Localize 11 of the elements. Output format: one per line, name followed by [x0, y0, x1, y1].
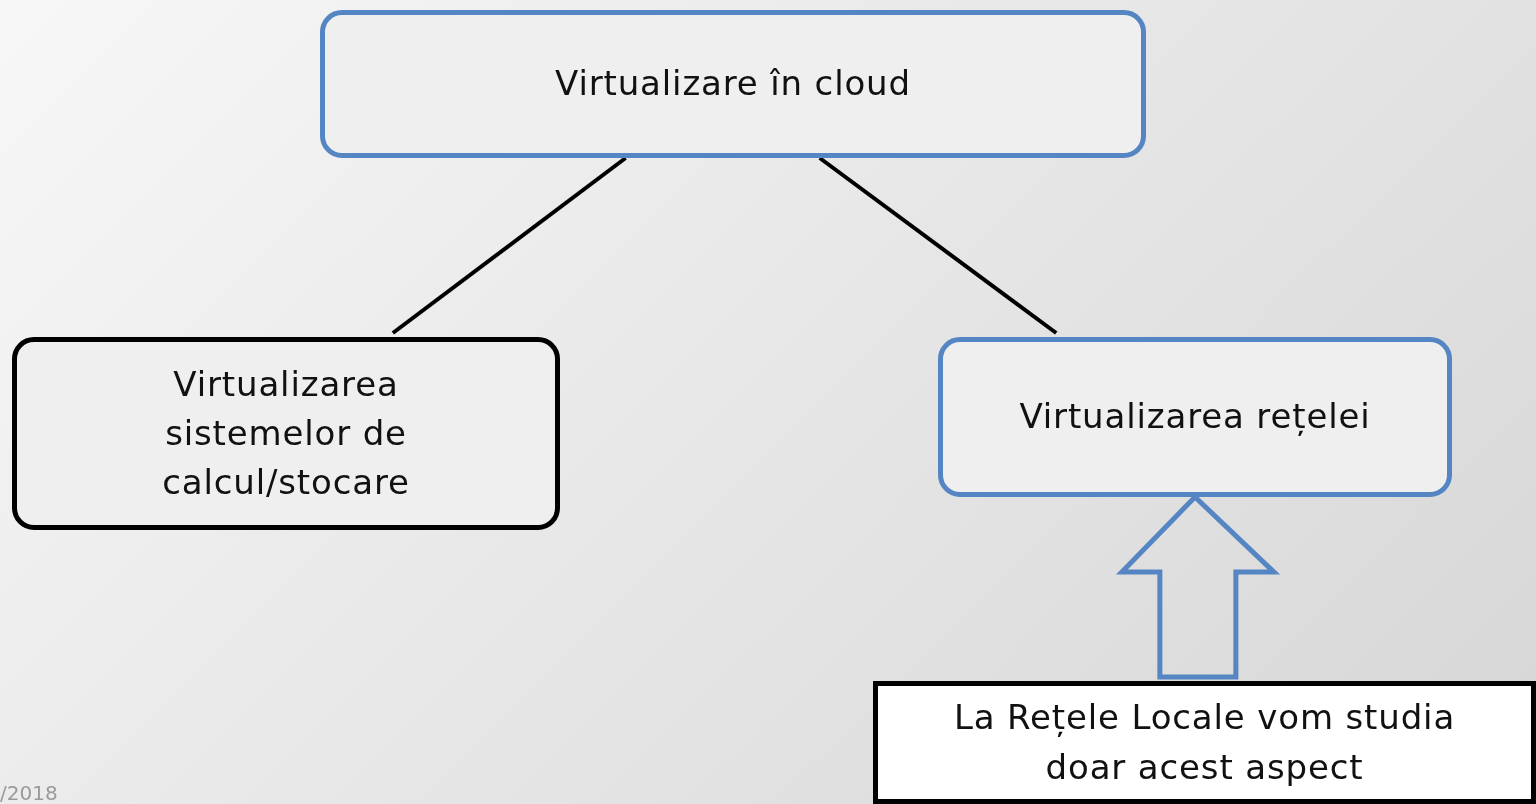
- rounded-box: [938, 337, 1452, 497]
- rounded-box: [12, 337, 560, 530]
- date-text: /2018: [0, 780, 58, 804]
- connector-line: [391, 156, 627, 335]
- node-label: Virtualizarea sistemelor de calcul/stocare: [161, 362, 411, 505]
- node-label: La Rețele Locale vom studia doar acest aspect: [952, 696, 1457, 789]
- node-label: Virtualizare în cloud: [555, 62, 911, 106]
- rounded-box: [320, 10, 1146, 158]
- note-box: [873, 681, 1536, 804]
- node-label: Virtualizarea rețelei: [1019, 395, 1371, 439]
- connector-line: [818, 156, 1058, 335]
